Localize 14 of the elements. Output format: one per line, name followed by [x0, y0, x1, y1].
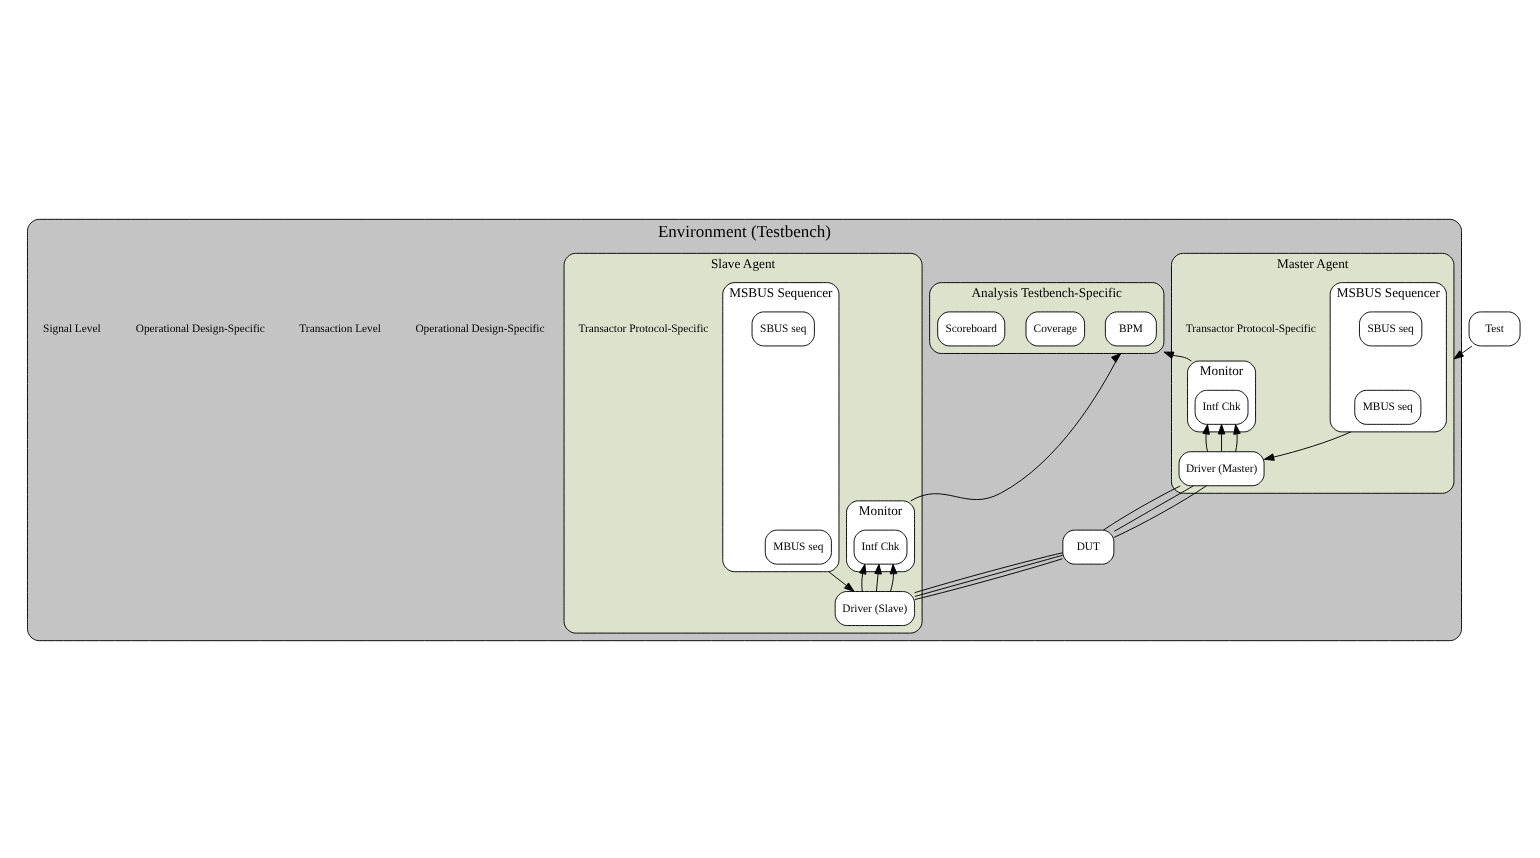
arrow: [874, 562, 882, 591]
arrow: [859, 562, 867, 591]
arrow: [1202, 423, 1210, 452]
arrow: [828, 570, 855, 591]
arrow: [1217, 423, 1226, 452]
connector: [1113, 484, 1194, 531]
arrow: [889, 562, 898, 591]
arrow: [1233, 423, 1241, 452]
arrow: [1263, 430, 1352, 460]
arrow: [1163, 350, 1192, 361]
arrow: [1453, 344, 1473, 359]
connector: [1113, 484, 1207, 537]
arrow: [910, 352, 1122, 501]
connector: [1103, 484, 1181, 530]
